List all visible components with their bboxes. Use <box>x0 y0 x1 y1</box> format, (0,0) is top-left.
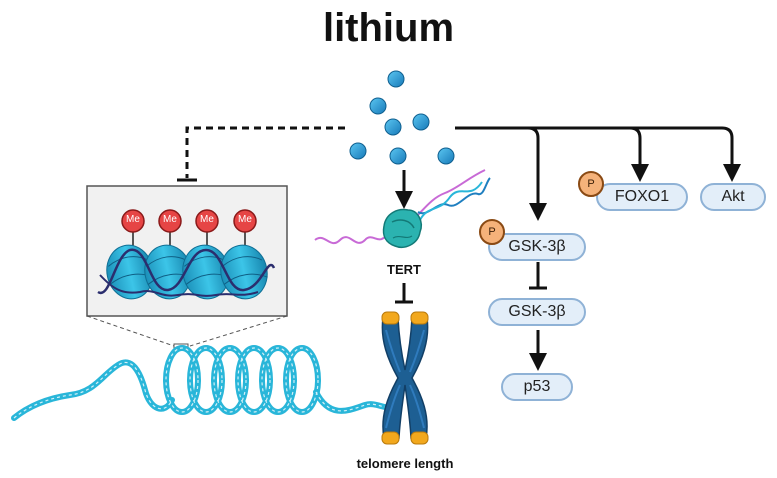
signaling-branch-arrows <box>455 126 741 221</box>
lithium-ion <box>437 147 455 165</box>
lithium-ion <box>384 118 402 136</box>
lithium-ion <box>389 147 407 165</box>
nucleosome-array <box>97 209 276 300</box>
chromatin-fiber <box>11 345 395 421</box>
chromatin-fiber-texture <box>13 347 393 419</box>
lithium-ion-cluster <box>349 70 455 165</box>
node-gsk3b-phospho: GSK-3β <box>488 233 586 261</box>
phospho-badge-foxo1: P <box>578 171 604 197</box>
node-p53: p53 <box>501 373 573 401</box>
methyl-label: Me <box>238 214 252 225</box>
tert-inhibition <box>395 283 413 304</box>
tert-label: TERT <box>387 262 421 277</box>
dna-helix-right <box>414 169 491 221</box>
lithium-ion <box>369 97 387 115</box>
node-foxo1: FOXO1 <box>596 183 688 211</box>
phospho-badge-gsk3b: P <box>479 219 505 245</box>
lithium-ion <box>412 113 430 131</box>
methyl-label: Me <box>126 214 140 225</box>
methyl-label: Me <box>200 214 214 225</box>
rna-strand-left <box>314 235 387 245</box>
dashed-inhibition-to-histone <box>177 126 345 182</box>
diagram-title: lithium <box>322 6 455 50</box>
gsk-inhibition <box>529 262 547 290</box>
lithium-ion <box>349 142 367 160</box>
node-gsk3b: GSK-3β <box>488 298 586 326</box>
chromosome <box>381 311 429 445</box>
telomere-length-label: telomere length <box>356 456 454 471</box>
node-akt: Akt <box>700 183 766 211</box>
lithium-ion <box>387 70 405 88</box>
methyl-label: Me <box>163 214 177 225</box>
tert-enzyme <box>382 208 422 248</box>
